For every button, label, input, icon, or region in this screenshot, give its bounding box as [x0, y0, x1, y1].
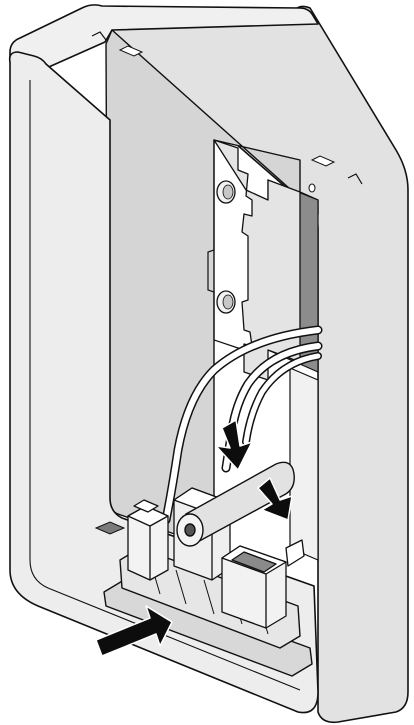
mounting-screw-lower [216, 290, 236, 314]
cables [161, 325, 323, 525]
terminal-clip-3 [221, 539, 305, 629]
housing-top-rim [9, 4, 319, 71]
rail-slot [94, 521, 126, 535]
cable-inner-2 [223, 343, 321, 471]
housing-front-frame [8, 51, 319, 714]
mounting-plate [213, 139, 301, 381]
mounting-plate-left-tabs [207, 140, 245, 351]
push-in-arrow-1 [95, 605, 173, 657]
press-down-arrow-1 [215, 419, 253, 471]
arrows-layer [95, 419, 293, 657]
rim-notch-right [347, 173, 363, 185]
terminal-clip-1 [127, 499, 169, 581]
press-down-arrow-2 [257, 477, 293, 521]
mounting-screw-upper [216, 180, 236, 204]
rim-slot-right [310, 155, 336, 167]
lower-bracket [289, 367, 319, 561]
rim-slot-left [118, 45, 144, 57]
cable-inner-3 [243, 353, 321, 445]
rim-notch-left [91, 31, 107, 41]
cable-inner-1 [163, 327, 321, 523]
housing-inner-bevel [29, 80, 301, 691]
hole-upper [308, 183, 316, 193]
